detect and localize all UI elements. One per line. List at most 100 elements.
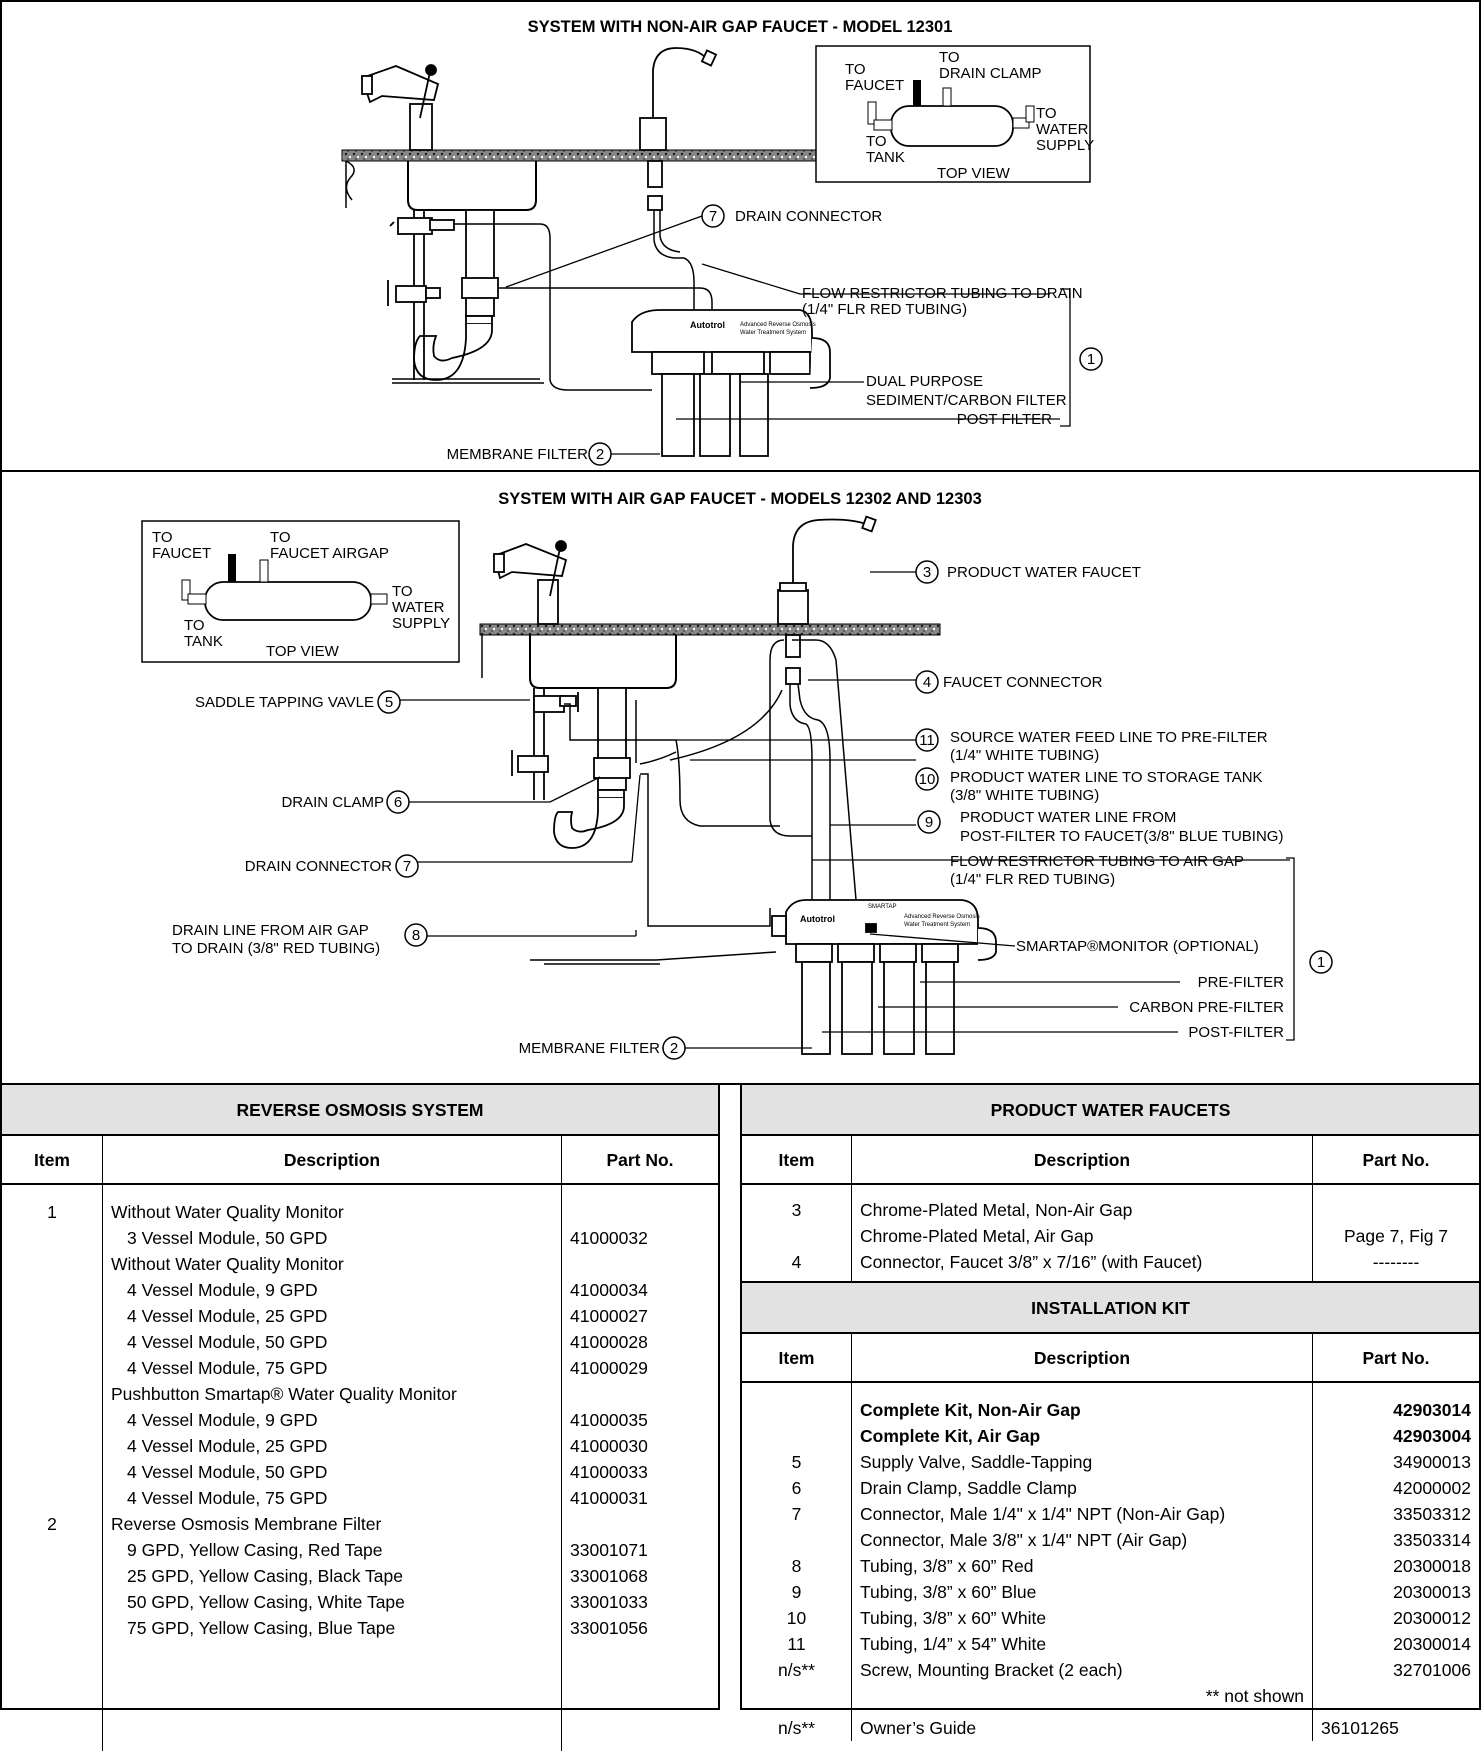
kit-row-item [742, 1423, 852, 1449]
b-inset-to-water-2: WATER [392, 599, 445, 616]
ro-row-part: 41000027 [570, 1306, 648, 1326]
kit-row-part: 42903004 [1393, 1426, 1471, 1446]
callout-flow-restrictor-1: FLOW RESTRICTOR TUBING TO DRAIN [802, 285, 1083, 302]
callout-dual-purpose-2: SEDIMENT/CARBON FILTER [866, 392, 1067, 409]
ro-col-part: Part No. [561, 1135, 718, 1185]
callout-membrane-filter: MEMBRANE FILTER [447, 446, 589, 463]
b-saddle: SADDLE TAPPING VAVLE [195, 694, 374, 711]
b-product-faucet: PRODUCT WATER FAUCET [947, 564, 1141, 581]
callout-dual-purpose-1: DUAL PURPOSE [866, 373, 983, 390]
faucet-row-part: -------- [1372, 1252, 1420, 1272]
b-source-1: SOURCE WATER FEED LINE TO PRE-FILTER [950, 729, 1268, 746]
kit-row-item [742, 1527, 852, 1553]
svg-text:Autotrol: Autotrol [800, 914, 835, 924]
countertop-bottom [479, 623, 941, 636]
kit-row-description: Connector, Male 1/4" x 1/4" NPT (Non-Air… [851, 1501, 1313, 1527]
ro-row-item [2, 1433, 103, 1459]
kit-row-part: 42903014 [1393, 1400, 1471, 1420]
kit-row-item: 9 [742, 1579, 852, 1605]
ro-row-part: 41000028 [570, 1332, 648, 1352]
b-carbon-pre: CARBON PRE-FILTER [1129, 999, 1284, 1016]
ro-row-part: 33001071 [570, 1540, 648, 1560]
ro-row-item [2, 1459, 103, 1485]
ro-faucet [639, 47, 718, 211]
ro-row-description: 4 Vessel Module, 75 GPD [102, 1355, 562, 1381]
b-num-6: 6 [394, 794, 402, 811]
inset-top-view: TOP VIEW [937, 165, 1011, 182]
b-inset-to-tank-1: TO [184, 617, 205, 634]
kit-row-item: 6 [742, 1475, 852, 1501]
sink-bowl-bottom [529, 635, 677, 689]
kit-col-description: Description [851, 1333, 1313, 1383]
kit-row-part: 20300018 [1393, 1556, 1471, 1576]
supply-valves-bottom [511, 688, 579, 800]
ro-col-description: Description [102, 1135, 562, 1185]
faucet-col-part: Part No. [1312, 1135, 1479, 1185]
unit-label-1: SMARTAP [868, 904, 896, 910]
ro-row-part: 41000033 [570, 1462, 648, 1482]
ro-row-description: 4 Vessel Module, 50 GPD [102, 1329, 562, 1355]
b-faucet-connector: FAUCET CONNECTOR [943, 674, 1103, 691]
kit-row-description: Tubing, 1/4” x 54” White [851, 1631, 1313, 1657]
b-num-4: 4 [923, 674, 931, 691]
guide-item: n/s** [742, 1709, 852, 1741]
supply-valves [387, 210, 455, 380]
kit-row-part: 32701006 [1393, 1660, 1471, 1680]
ro-row-description: 3 Vessel Module, 50 GPD [102, 1225, 562, 1251]
b-inset-to-water-1: TO [392, 583, 413, 600]
ro-row-description: 4 Vessel Module, 50 GPD [102, 1459, 562, 1485]
ro-row-item [2, 1589, 103, 1615]
ro-row-description: Without Water Quality Monitor [102, 1184, 562, 1225]
b-drain-clamp: DRAIN CLAMP [281, 794, 384, 811]
bottom-inset: TO FAUCET TO FAUCET AIRGAP TO WATER SUPP… [141, 520, 460, 663]
inset-to-drain-1: TO [939, 49, 960, 66]
faucet-row-part: Page 7, Fig 7 [1343, 1226, 1449, 1246]
top-callouts [505, 215, 1071, 455]
ro-row-item [2, 1563, 103, 1589]
inset-to-water-1: TO [1036, 105, 1057, 122]
kit-col-part: Part No. [1312, 1333, 1479, 1383]
kit-row-part: 42000002 [1393, 1478, 1471, 1498]
ro-row-item [2, 1303, 103, 1329]
kit-footnote: ** not shown [851, 1683, 1313, 1710]
ro-system-table: REVERSE OSMOSIS SYSTEM Item Description … [0, 1083, 720, 1751]
b-flow-2: (1/4" FLR RED TUBING) [950, 871, 1115, 888]
b-drain-line-2: TO DRAIN (3/8" RED TUBING) [172, 940, 380, 957]
ro-faucet-bottom [777, 515, 877, 685]
b-product-line-1: PRODUCT WATER LINE TO STORAGE TANK [950, 769, 1263, 786]
ro-row-part [562, 1381, 719, 1407]
ro-row-item: 2 [2, 1511, 103, 1537]
kit-row-part: 33503314 [1393, 1530, 1471, 1550]
kit-row-description: Tubing, 3/8” x 60” Red [851, 1553, 1313, 1579]
ro-row-item [2, 1537, 103, 1563]
svg-text:Water Treatment System: Water Treatment System [740, 330, 806, 336]
b-inset-to-airgap-2: FAUCET AIRGAP [270, 545, 389, 562]
ro-row-item [2, 1329, 103, 1355]
b-num-5: 5 [385, 694, 393, 711]
ro-row-description: 9 GPD, Yellow Casing, Red Tape [102, 1537, 562, 1563]
ro-unit-bottom: SMARTAP Autotrol Advanced Reverse Osmosi… [771, 899, 997, 1055]
ro-row-description: Pushbutton Smartap® Water Quality Monito… [102, 1381, 562, 1407]
kit-row-part: 34900013 [1393, 1452, 1471, 1472]
faucet-col-item: Item [742, 1135, 852, 1185]
b-num-11: 11 [919, 732, 935, 749]
ro-row-item [2, 1355, 103, 1381]
ro-row-item [2, 1485, 103, 1511]
kit-row-item: 10 [742, 1605, 852, 1631]
callout-post-filter: POST FILTER [957, 411, 1052, 428]
ro-row-description: 4 Vessel Module, 9 GPD [102, 1277, 562, 1303]
drain-pipe-bottom [553, 687, 631, 849]
b-drain-connector: DRAIN CONNECTOR [245, 858, 392, 875]
b-inset-to-airgap-1: TO [270, 529, 291, 546]
b-inset-to-water-3: SUPPLY [392, 615, 450, 632]
ro-row-part: 33001068 [570, 1566, 648, 1586]
